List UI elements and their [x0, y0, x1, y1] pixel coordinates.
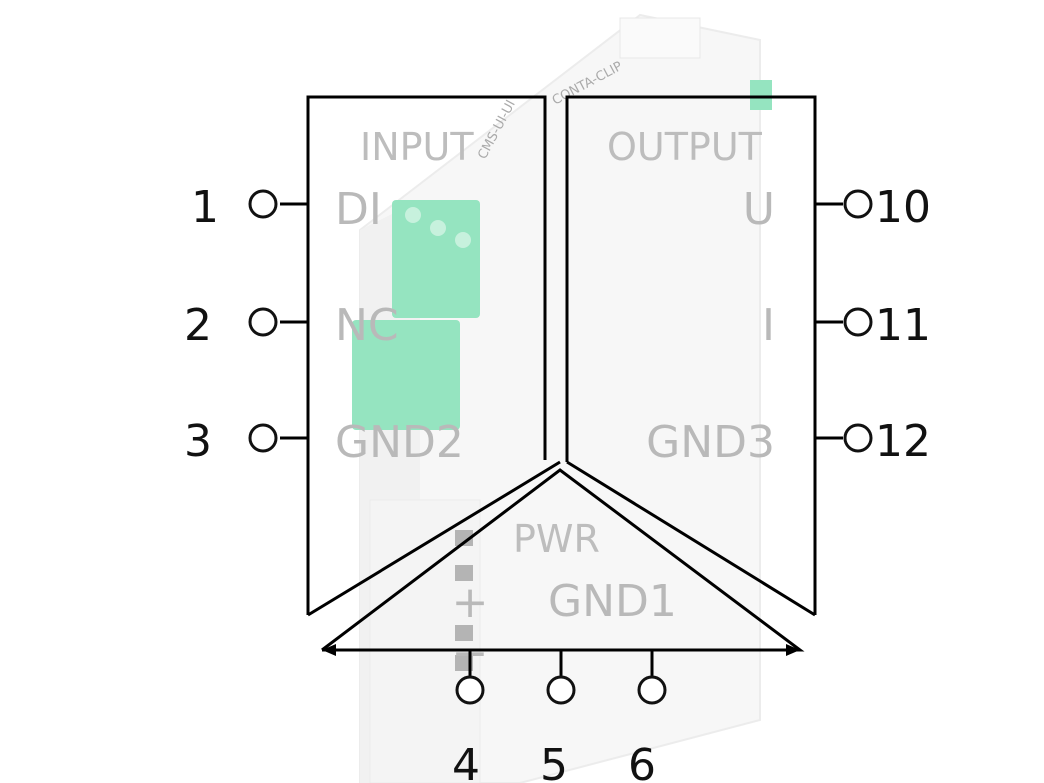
- pin-1-number: 1: [191, 182, 219, 233]
- input-terminal-block-bottom: [352, 320, 460, 430]
- input-box-diagonal: [307, 460, 561, 617]
- power-title: PWR: [513, 517, 600, 561]
- pin-5-terminal[interactable]: [546, 675, 576, 705]
- pin-3-terminal[interactable]: [248, 423, 278, 453]
- rail-slot: [455, 625, 473, 641]
- terminal-screw: [405, 207, 421, 223]
- output-signal-i: I: [762, 300, 775, 351]
- power-plus-symbol: +: [452, 577, 489, 628]
- pin-4-terminal[interactable]: [455, 675, 485, 705]
- pin-10-number: 10: [875, 182, 931, 233]
- input-signal-gnd2: GND2: [335, 417, 464, 468]
- pin-1-terminal[interactable]: [248, 189, 278, 219]
- pin-11-terminal[interactable]: [843, 307, 873, 337]
- output-box-outline: [565, 95, 817, 615]
- device-photo: CONTA-CLIP CMS-UI-UI: [352, 13, 772, 783]
- terminal-screw: [430, 220, 446, 236]
- pin-2-number: 2: [184, 300, 212, 351]
- mounting-rail-section: [369, 499, 481, 783]
- pin-5-number: 5: [540, 740, 568, 783]
- input-terminal-block-top: [392, 200, 480, 318]
- pin-6-terminal[interactable]: [637, 675, 667, 705]
- input-signal-di: DI: [335, 184, 382, 235]
- pin-12-terminal[interactable]: [843, 423, 873, 453]
- pin-12-number: 12: [875, 416, 931, 467]
- input-signal-nc: NC: [335, 300, 399, 351]
- pin-2-terminal[interactable]: [248, 307, 278, 337]
- power-arrow-right: [786, 644, 800, 656]
- output-signal-gnd3: GND3: [646, 417, 775, 468]
- output-label-plate: [619, 17, 701, 59]
- power-ground-label: GND1: [548, 576, 677, 627]
- rail-slot: [455, 530, 473, 546]
- pin-4-number: 4: [452, 740, 480, 783]
- input-title: INPUT: [360, 125, 474, 169]
- pin-10-terminal[interactable]: [843, 189, 873, 219]
- pin-11-number: 11: [875, 300, 931, 351]
- input-box-outline: [306, 95, 547, 615]
- terminal-screw: [455, 232, 471, 248]
- output-title: OUTPUT: [607, 125, 763, 169]
- output-box-diagonal: [566, 460, 816, 617]
- pin-6-number: 6: [628, 740, 656, 783]
- output-terminal-block: [750, 80, 772, 110]
- rail-slot: [455, 565, 473, 581]
- output-signal-u: U: [743, 184, 775, 235]
- pin-3-number: 3: [184, 416, 212, 467]
- power-arrow-left: [322, 644, 336, 656]
